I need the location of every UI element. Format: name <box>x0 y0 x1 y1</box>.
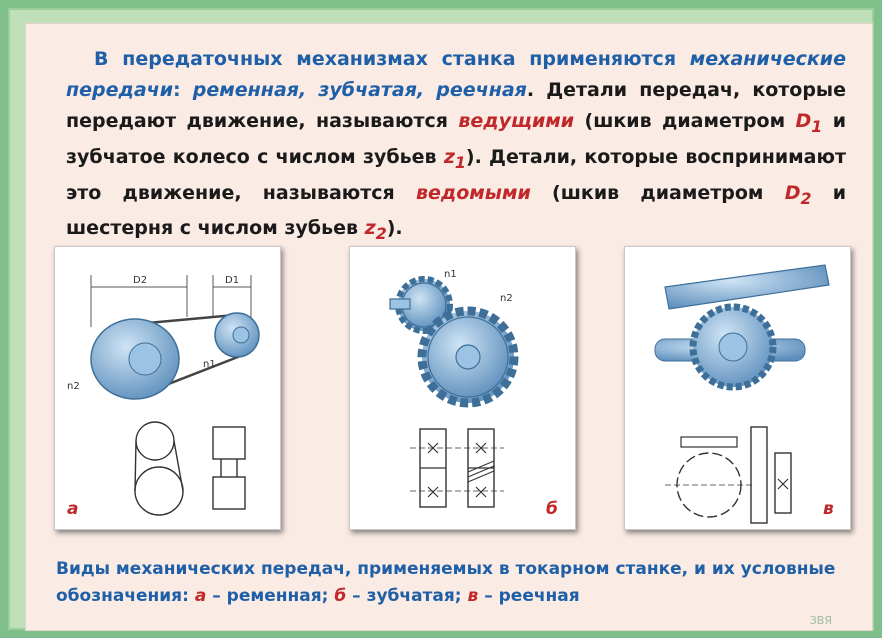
symbol-z1: z1 <box>443 145 466 172</box>
text-segment: ). <box>386 217 403 240</box>
text-segment: и зубчатое колесо с числом зубьев <box>66 110 847 168</box>
term-mechanical-transmissions: механические передачи <box>66 48 846 101</box>
panel-rack-drive: в <box>624 246 851 530</box>
text-segment: (шкив диаметром <box>574 110 796 132</box>
term-transmission-types: ременная, зубчатая, реечная <box>192 79 527 101</box>
caption-label-b: б <box>334 586 347 606</box>
belt-drive-illustration: D2 D1 n1 n2 <box>67 275 260 516</box>
symbol-letter: z <box>364 217 376 240</box>
panel-label-v: в <box>823 499 834 519</box>
dimension-d1-label: D1 <box>225 275 239 286</box>
slide: В передаточных механизмах станка применя… <box>26 24 872 630</box>
speed-n2-label: n2 <box>67 381 80 392</box>
slide-frame: В передаточных механизмах станка применя… <box>8 8 874 630</box>
text-segment: . Детали передач, которые передают движе… <box>66 79 847 132</box>
text-segment: В передаточных механизмах станка применя… <box>94 48 690 70</box>
text-segment: – реечная <box>478 586 580 606</box>
term-driven: ведомыми <box>415 181 531 204</box>
text-segment: – зубчатая; <box>346 586 468 606</box>
rack <box>664 264 830 310</box>
symbol-z2: z2 <box>364 217 387 243</box>
text-segment: – ременная; <box>206 586 335 606</box>
symbol-subscript: 2 <box>375 224 387 244</box>
panel-gear-drive: n1 n2 б <box>349 246 576 530</box>
text-segment: (шкив диаметром <box>530 181 785 204</box>
symbol-letter: z <box>443 145 455 168</box>
gear-drive-illustration: n1 n2 <box>389 269 519 508</box>
text-segment: и шестерня с числом зубьев <box>66 181 847 240</box>
symbol-subscript: 1 <box>454 152 466 172</box>
panel-label-b: б <box>546 499 558 519</box>
symbol-letter: D <box>784 181 801 204</box>
symbol-d2: D2 <box>784 181 812 208</box>
symbol-subscript: 2 <box>800 188 812 208</box>
caption-label-v: в <box>467 586 479 606</box>
intro-paragraph: В передаточных механизмах станка применя… <box>66 44 846 249</box>
rack-drive-illustration <box>654 264 830 524</box>
caption-label-a: а <box>194 586 207 606</box>
speed-n1-label: n1 <box>203 359 216 370</box>
speed-n2-label: n2 <box>500 293 513 304</box>
figure-caption: Виды механических передач, применяемых в… <box>56 556 836 610</box>
symbol-subscript: 1 <box>811 116 823 136</box>
dimension-d2-label: D2 <box>133 275 147 286</box>
speed-n1-label: n1 <box>444 269 457 280</box>
text-segment: ). Детали, которые воспринимают это движ… <box>66 145 846 204</box>
text-segment: : <box>173 79 193 101</box>
symbol-letter: D <box>795 110 812 132</box>
term-driving: ведущими <box>458 110 575 132</box>
symbol-d1: D1 <box>795 110 823 136</box>
panel-belt-drive: D2 D1 n1 n2 а <box>54 246 281 530</box>
author-mark: ЗВЯ <box>809 614 832 627</box>
text-segment: Виды механических передач, применяемых в… <box>56 559 836 606</box>
panel-label-a: а <box>67 499 79 519</box>
